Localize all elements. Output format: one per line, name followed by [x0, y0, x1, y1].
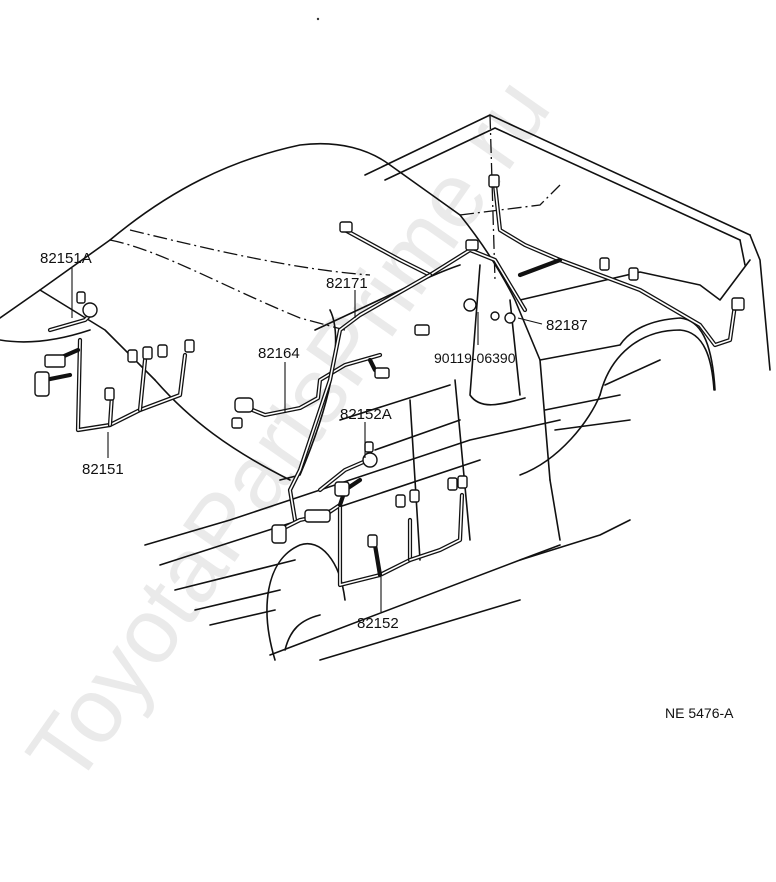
harness-82152 [271, 475, 468, 588]
part-label-82151A[interactable]: 82151A [40, 250, 92, 267]
harness-82152A [317, 441, 378, 493]
part-label-82151[interactable]: 82151 [82, 461, 124, 478]
harness-82151 [34, 337, 195, 433]
part-label-82187[interactable]: 82187 [546, 317, 588, 334]
top-dot-mark [316, 17, 320, 21]
harness-82171 [287, 221, 528, 523]
reference-code: NE 5476-A [665, 705, 734, 721]
vehicle-body-outline [0, 114, 771, 661]
harness-82164 [231, 352, 383, 429]
part-label-82152A[interactable]: 82152A [340, 406, 392, 423]
part-label-90119-06390[interactable]: 90119-06390 [434, 350, 516, 366]
part-label-82164[interactable]: 82164 [258, 345, 300, 362]
harness-rear-82187 [463, 174, 745, 348]
harness-82151A [47, 291, 98, 333]
part-label-82171[interactable]: 82171 [326, 275, 368, 292]
part-label-82152[interactable]: 82152 [357, 615, 399, 632]
leader-lines [71, 268, 543, 612]
watermark: ToyotaPartsPrime.ru [8, 60, 570, 801]
